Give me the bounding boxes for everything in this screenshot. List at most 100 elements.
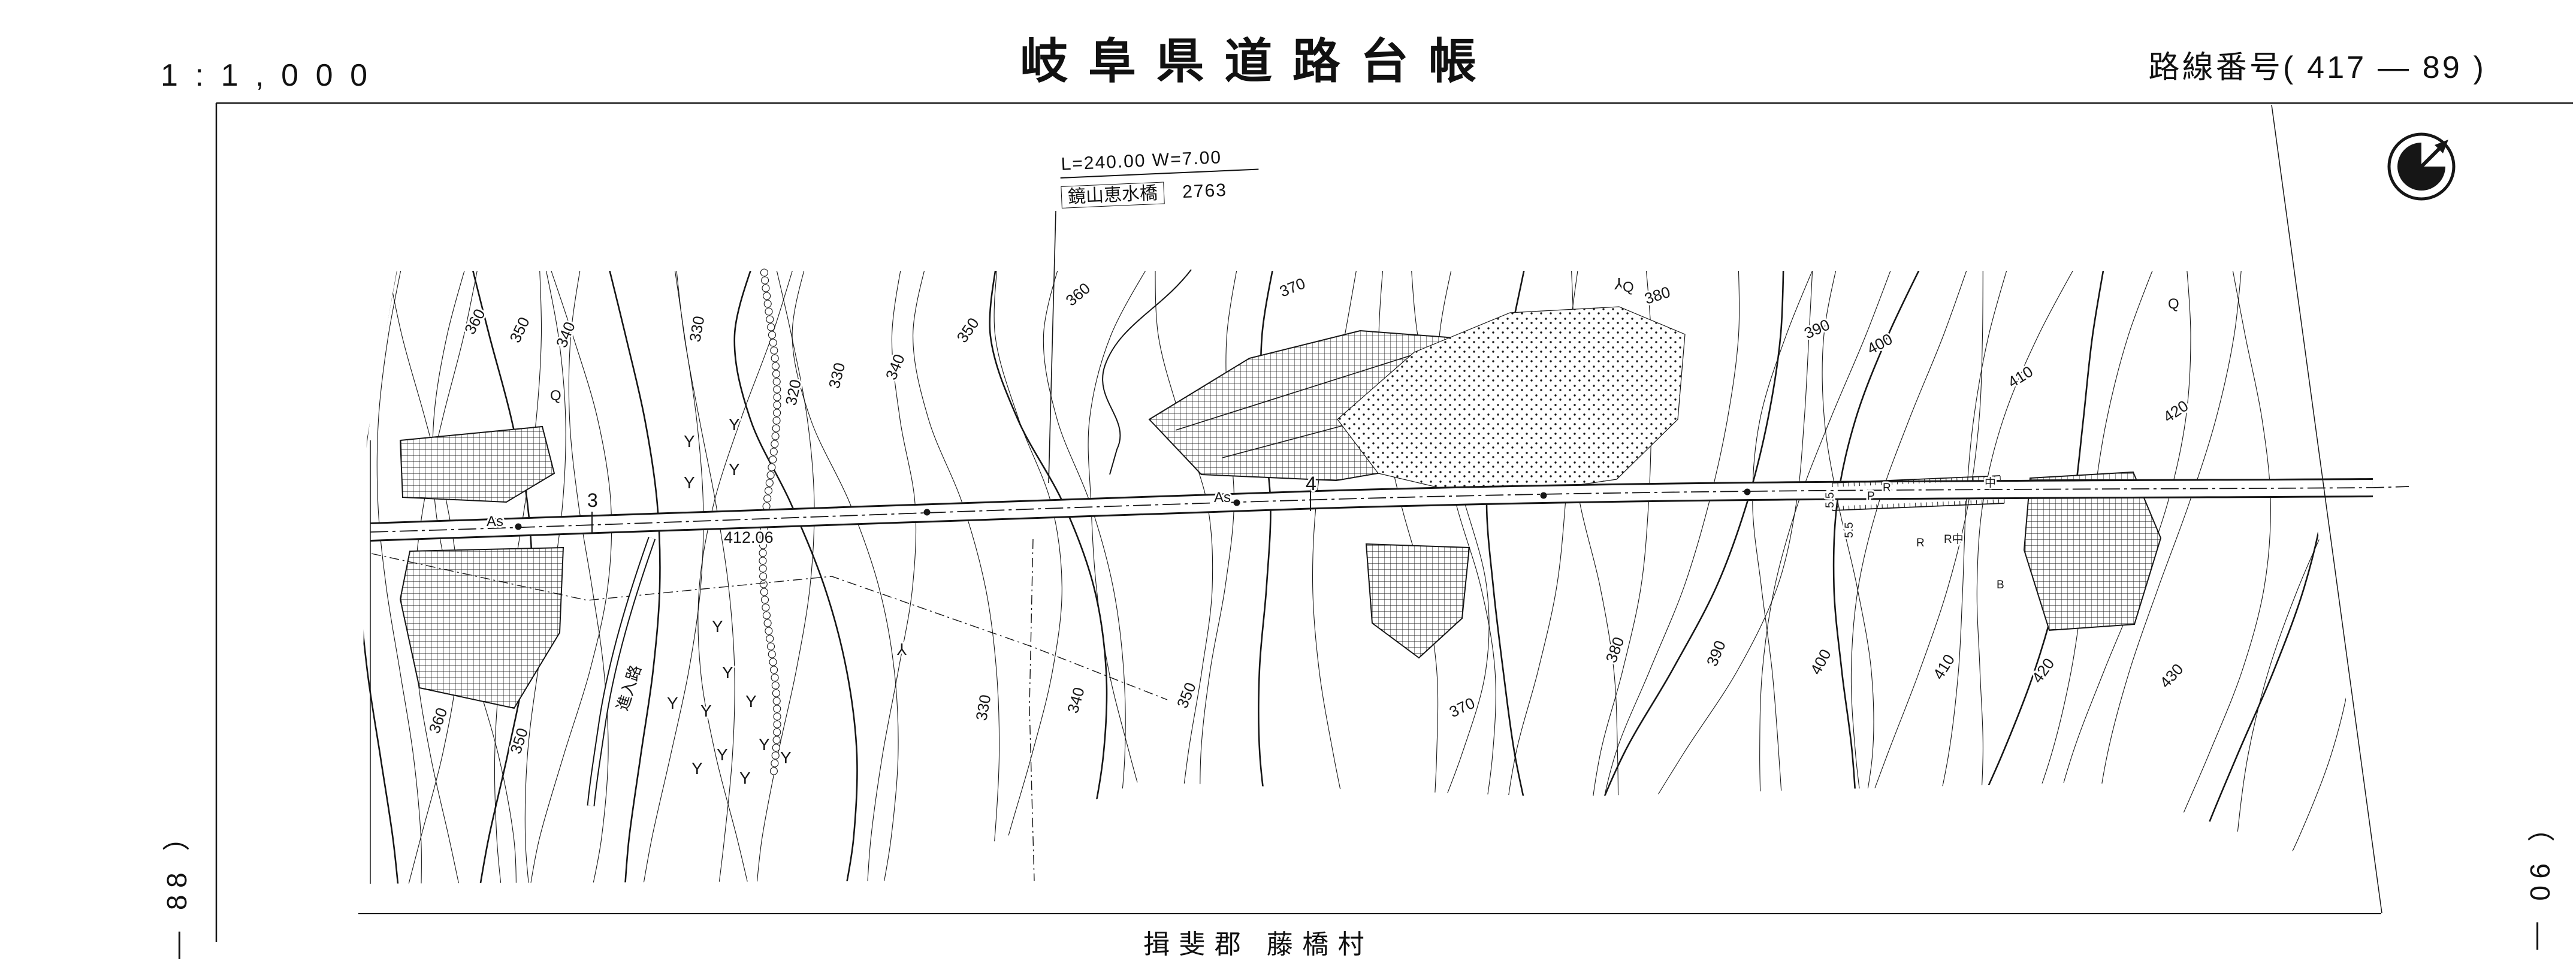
contour-elevation-label: 330	[685, 315, 708, 343]
contour-elevation-label: 410	[1929, 651, 1958, 682]
scarp-loop	[772, 752, 779, 759]
contour-elevation-label: 350	[506, 315, 533, 346]
map-symbol: Q	[2168, 296, 2179, 312]
scarp-loop	[763, 503, 770, 510]
survey-point	[1541, 492, 1547, 499]
scarp-loop	[769, 331, 776, 339]
adjacent-sheet-left-label: — 88 ）	[155, 817, 195, 959]
vegetation-symbol: Y	[700, 702, 712, 720]
scarp-loop	[772, 682, 779, 689]
contour-elevation-label: 390	[1801, 315, 1832, 342]
structure-label: 中	[1985, 476, 1996, 489]
scarp-loop	[774, 394, 781, 401]
pavement-type-label: As	[1214, 489, 1231, 506]
contour-elevation-label: 370	[1446, 694, 1478, 721]
municipality-label: 揖斐郡 藤橋村	[1143, 923, 1373, 961]
structure-label: 5.5	[1824, 492, 1837, 508]
vegetation-symbol: Y	[667, 694, 678, 712]
route-number-label: 路線番号( 417 — 89 )	[2148, 42, 2486, 87]
scarp-loop	[760, 269, 768, 276]
scarp-loop	[763, 292, 771, 300]
scarp-loop	[774, 721, 781, 728]
scarp-loop	[760, 573, 767, 580]
scarp-loop	[765, 487, 772, 494]
survey-point	[515, 524, 522, 530]
scarp-loop	[771, 440, 778, 448]
contour-elevation-label: 360	[425, 705, 451, 736]
scarp-loop	[771, 355, 778, 362]
station-number-label: 4	[1306, 473, 1316, 494]
contour-elevation-label: 370	[1277, 274, 1307, 300]
contour-elevation-label: 410	[2004, 362, 2036, 391]
scarp-loop	[771, 347, 778, 354]
map-symbol: Q	[1623, 279, 1634, 295]
contour-elevation-label: 420	[2028, 655, 2058, 687]
vegetation-symbol: Y	[684, 473, 695, 492]
scarp-loop	[771, 666, 778, 673]
scarp-loop	[768, 643, 775, 650]
scarp-loop	[774, 401, 781, 409]
scarp-loop	[772, 433, 779, 440]
scarp-loop	[773, 370, 780, 377]
survey-point	[1744, 489, 1751, 495]
scarp-loop	[768, 464, 775, 471]
boundary-line	[1029, 539, 1034, 881]
scarp-loop	[772, 425, 780, 432]
scarp-loop	[774, 713, 781, 720]
road-elevation-label: 412.06	[724, 528, 774, 546]
contour-elevation-label: 400	[1864, 330, 1895, 358]
scarp-loop	[769, 339, 777, 346]
scarp-loop	[763, 612, 770, 619]
scarp-loop	[770, 767, 777, 775]
scarp-loop	[764, 495, 771, 502]
scarp-loop	[764, 300, 771, 307]
scarp-loop	[766, 479, 773, 486]
scarp-loop	[773, 378, 780, 385]
vegetation-symbol: Y	[717, 745, 728, 764]
vegetation-symbol: Y	[739, 769, 751, 787]
station-number-label: 3	[587, 489, 598, 511]
vegetation-symbol: Y	[729, 415, 740, 434]
scarp-loop	[762, 277, 769, 284]
bridge-name-label: 鏡山恵水橋	[1061, 182, 1164, 208]
scarp-loop	[774, 705, 781, 712]
scarp-loop	[769, 658, 777, 666]
contour-elevation-label: 430	[2156, 660, 2187, 691]
bridge-number-label: 2763	[1182, 180, 1228, 202]
scarp-loop	[765, 627, 772, 634]
scarp-loop	[772, 744, 780, 751]
vegetation-symbol: Y	[691, 759, 703, 778]
contour-elevation-label: 330	[825, 361, 849, 390]
scarp-loop	[766, 635, 774, 642]
contour-elevation-label: 420	[2160, 397, 2192, 426]
scarp-loop	[773, 417, 780, 424]
vegetation-symbol: Y	[722, 663, 733, 682]
contour-elevation-label: 330	[972, 693, 994, 722]
vegetation-symbol: Y	[684, 432, 695, 451]
contour-elevation-label: 380	[1602, 634, 1627, 665]
structure-label: B	[1997, 579, 2004, 591]
scarp-loop	[769, 456, 777, 463]
contour-elevation-label: 350	[1173, 680, 1200, 711]
map-symbol: Q	[550, 388, 561, 404]
scarp-loop	[772, 690, 780, 697]
north-arrow-icon	[2389, 134, 2454, 199]
scarp-loop	[759, 549, 766, 557]
adjacent-sheet-right-label: （ 90 —	[2522, 814, 2562, 957]
contour-elevation-label: 360	[1062, 279, 1094, 310]
scale-label: 1:1,000	[161, 58, 385, 93]
scarp-loop	[762, 604, 769, 611]
scarp-loop	[772, 362, 779, 370]
vegetation-symbol: Y	[745, 692, 757, 711]
scarp-loop	[774, 409, 781, 416]
survey-point	[1234, 500, 1240, 506]
page-title: 岐阜県道路台帳	[1020, 23, 1496, 92]
survey-point	[924, 509, 931, 516]
scarp-loop	[773, 697, 780, 705]
contour-elevation-label: 350	[953, 315, 982, 346]
scarp-loop	[768, 651, 775, 658]
contour-elevation-label: 360	[461, 306, 489, 337]
vegetation-symbol: Y	[780, 748, 792, 767]
neatline-right	[2272, 105, 2382, 913]
